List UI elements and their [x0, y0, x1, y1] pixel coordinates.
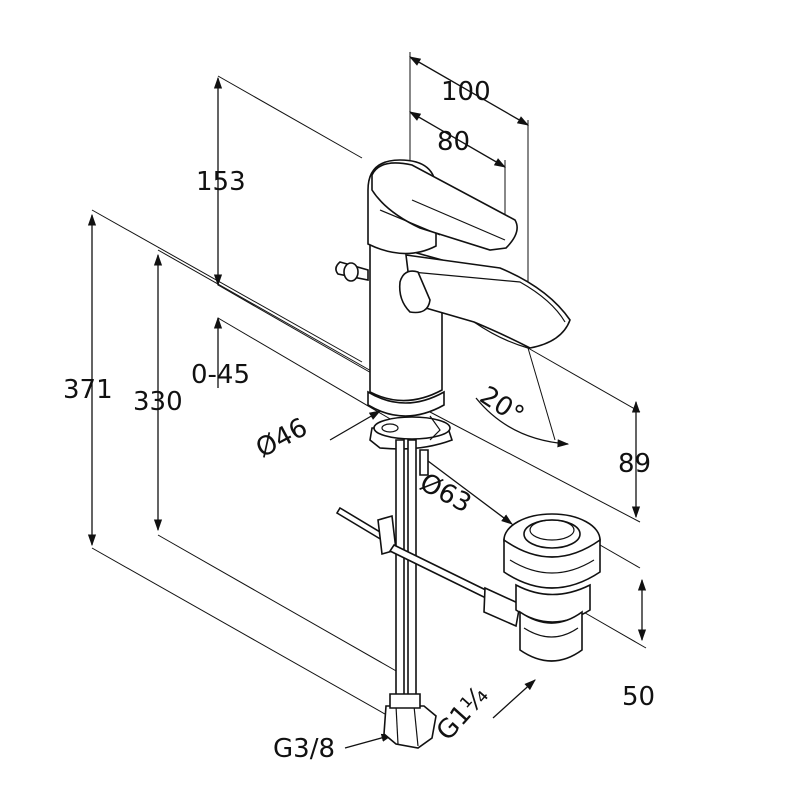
dim-angle: 20°: [474, 381, 529, 431]
dim-height-total: 371: [63, 375, 113, 405]
dimension-labels: 100 80 153 371 330 0-45 Ø46 Ø63 20° 89 5…: [63, 77, 655, 764]
dim-height-spout: 89: [618, 449, 651, 479]
pop-up-rod: [335, 506, 521, 628]
dim-thread-supply: G3/8: [273, 734, 335, 764]
dim-diameter-plug: Ø63: [415, 468, 476, 520]
faucet-body: [335, 159, 571, 450]
dim-drain-height: 50: [622, 682, 655, 712]
dim-height-top: 153: [196, 167, 246, 197]
dim-diameter-base: Ø46: [251, 413, 312, 465]
dim-thread-drain: G1¼: [431, 681, 495, 747]
drain-waste: [503, 513, 601, 662]
dim-height-330: 330: [133, 387, 183, 417]
dim-range: 0-45: [191, 360, 250, 390]
dim-width-total: 100: [441, 77, 491, 107]
dimension-lines: [87, 52, 647, 749]
supply-hoses: [383, 439, 437, 749]
dim-width-spout: 80: [437, 127, 470, 157]
